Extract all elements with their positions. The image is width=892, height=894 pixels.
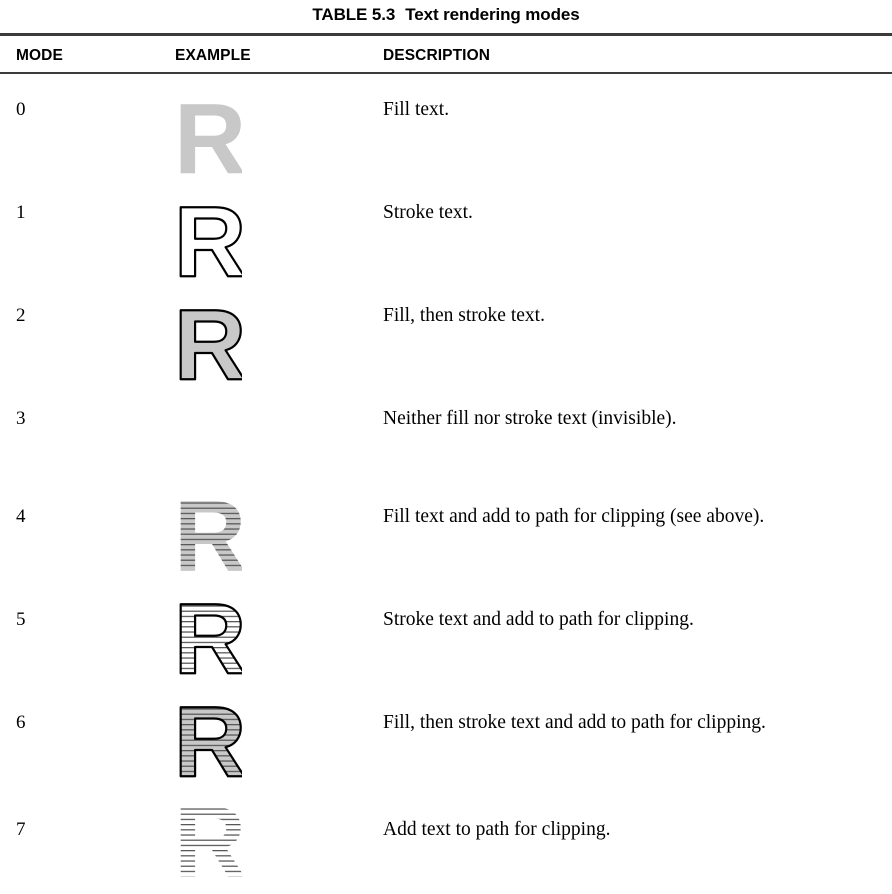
cell-mode-number: 2 xyxy=(16,305,26,326)
svg-text:R: R xyxy=(174,595,242,687)
svg-text:R: R xyxy=(174,698,242,790)
cell-description: Neither fill nor stroke text (invisible)… xyxy=(383,408,677,429)
cell-example-glyph: R xyxy=(172,198,242,290)
svg-text:R: R xyxy=(174,95,242,187)
table-rule-top xyxy=(0,33,892,36)
svg-text:R: R xyxy=(174,198,242,290)
cell-mode-number: 7 xyxy=(16,819,26,840)
cell-description: Fill text and add to path for clipping (… xyxy=(383,506,765,527)
cell-mode-number: 6 xyxy=(16,712,26,733)
table-caption-number: TABLE 5.3 xyxy=(312,5,396,24)
column-header-example: EXAMPLE xyxy=(175,47,251,64)
cell-mode-number: 4 xyxy=(16,506,26,527)
cell-mode-number: 0 xyxy=(16,99,26,120)
cell-description: Stroke text. xyxy=(383,202,473,223)
cell-mode-number: 1 xyxy=(16,202,26,223)
cell-mode-number: 5 xyxy=(16,609,26,630)
cell-example-glyph: R xyxy=(172,798,242,890)
cell-example-glyph xyxy=(172,404,242,496)
cell-mode-number: 3 xyxy=(16,408,26,429)
column-header-description: DESCRIPTION xyxy=(383,47,491,64)
cell-example-glyph: RR xyxy=(172,492,242,584)
cell-description: Stroke text and add to path for clipping… xyxy=(383,609,694,630)
svg-text:R: R xyxy=(174,301,242,393)
cell-description: Fill text. xyxy=(383,99,450,120)
cell-example-glyph: RRR xyxy=(172,698,242,790)
table-caption: TABLE 5.3 Text rendering modes xyxy=(0,5,892,25)
table-rule-header xyxy=(0,72,892,74)
cell-description: Fill, then stroke text. xyxy=(383,305,545,326)
cell-description: Add text to path for clipping. xyxy=(383,819,611,840)
cell-example-glyph: RR xyxy=(172,595,242,687)
svg-text:R: R xyxy=(174,301,242,393)
table-caption-title: Text rendering modes xyxy=(405,5,580,24)
cell-example-glyph: R xyxy=(172,95,242,187)
column-header-mode: MODE xyxy=(16,47,63,64)
cell-description: Fill, then stroke text and add to path f… xyxy=(383,712,766,733)
